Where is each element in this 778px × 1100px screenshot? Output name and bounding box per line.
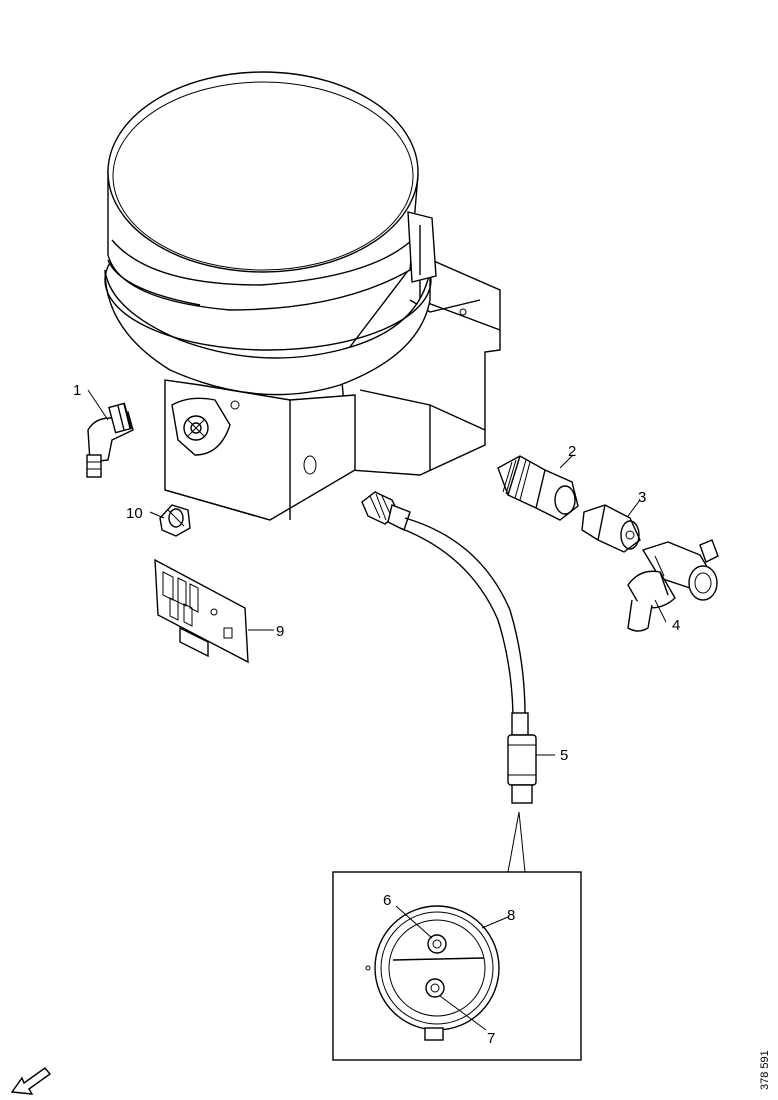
- callout-2: 2: [568, 443, 576, 460]
- callout-3: 3: [638, 489, 646, 506]
- sensor-hose-part-5: [361, 491, 537, 804]
- elbow-fitting-part-1: [86, 402, 134, 478]
- t-valve-part-4: [627, 539, 719, 632]
- callout-7: 7: [487, 1030, 495, 1047]
- motor-housing: [104, 71, 501, 521]
- reference-code: 378 591: [759, 1050, 771, 1090]
- callout-6: 6: [383, 892, 391, 909]
- small-fitting-part-10: [159, 504, 191, 537]
- callout-9: 9: [276, 623, 284, 640]
- callout-4: 4: [672, 617, 680, 634]
- leader-lines: [87, 389, 667, 1031]
- callout-1: 1: [73, 382, 81, 399]
- callout-labels: 1 2 3 4 5 6 7 8 9 10: [73, 382, 680, 1047]
- connector-part-3: [581, 504, 641, 553]
- orientation-arrow-icon: [10, 1067, 52, 1095]
- callout-8: 8: [507, 907, 515, 924]
- union-fitting-part-2: [497, 455, 579, 521]
- callout-10: 10: [126, 505, 143, 522]
- circuit-board-part-9: [154, 558, 249, 664]
- callout-5: 5: [560, 747, 568, 764]
- detail-inset: [332, 811, 582, 1061]
